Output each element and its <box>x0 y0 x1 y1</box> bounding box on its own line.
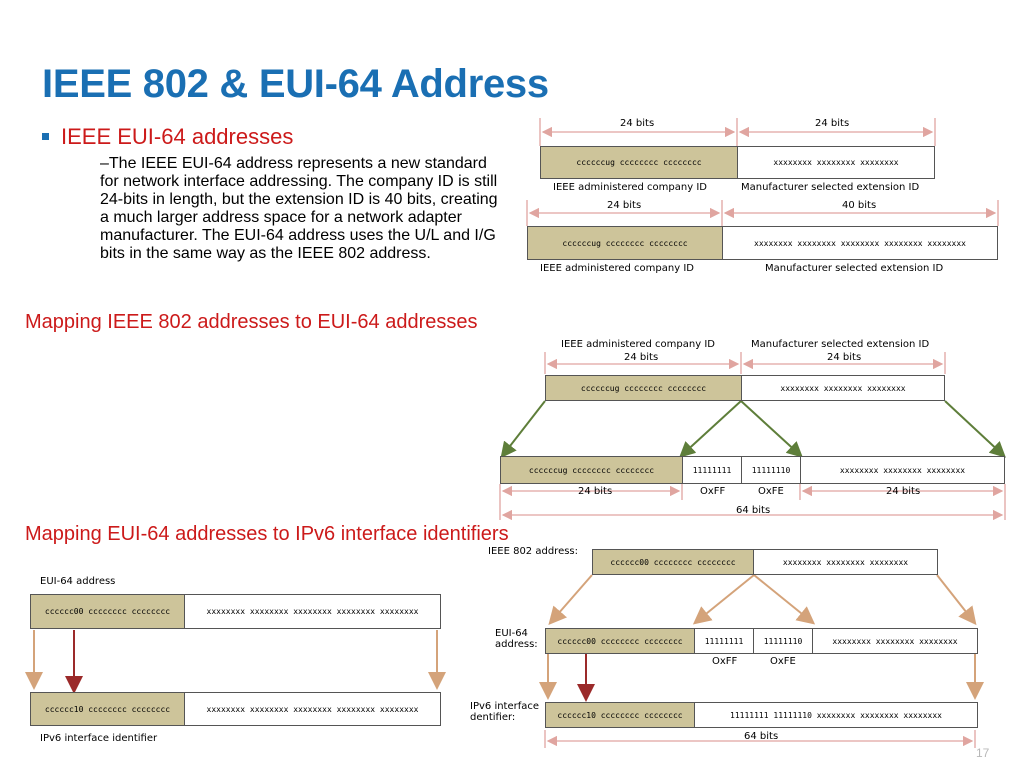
body-paragraph: –The IEEE EUI-64 address represents a ne… <box>100 155 498 262</box>
company-id-label: IEEE administered company ID <box>553 182 707 193</box>
bits-label-left: 24 bits <box>620 118 655 129</box>
src-extension-box: xxxxxxxx xxxxxxxx xxxxxxxx <box>753 549 938 575</box>
top-extension-box: xxxxxxxx xxxxxxxx xxxxxxxx xxxxxxxx xxxx… <box>184 594 441 629</box>
eui64-label-line2: address: <box>495 639 538 650</box>
extension-id-label: Manufacturer selected extension ID <box>741 182 920 193</box>
ipv6-rest-box: 11111111 11111110 xxxxxxxx xxxxxxxx xxxx… <box>694 702 978 728</box>
ipv6-identifier-label: IPv6 interface dentifier: <box>470 701 539 723</box>
bottom-company-box: cccccc10 cccccccc cccccccc <box>30 692 185 726</box>
bottom-bits-left: 24 bits <box>578 486 613 497</box>
company-id-box: ccccccug cccccccc cccccccc <box>540 146 738 179</box>
ipv6-label-line2: dentifier: <box>470 712 516 723</box>
eui-fe-box: 11111110 <box>753 628 813 654</box>
dst-extension-box: xxxxxxxx xxxxxxxx xxxxxxxx <box>800 456 1005 484</box>
eui64-label-line1: EUI-64 <box>495 628 528 639</box>
bits-label-left: 24 bits <box>607 200 642 211</box>
ipv6-label-line1: IPv6 interface <box>470 701 540 712</box>
slide-title: IEEE 802 & EUI-64 Address <box>42 62 549 106</box>
eui-ff-box: 11111111 <box>694 628 754 654</box>
extension-id-label: Manufacturer selected extension ID <box>765 263 944 274</box>
src-company-box: ccccccug cccccccc cccccccc <box>545 375 742 401</box>
src-company-box: cccccc00 cccccccc cccccccc <box>592 549 754 575</box>
extension-id-box: xxxxxxxx xxxxxxxx xxxxxxxx xxxxxxxx xxxx… <box>722 226 998 260</box>
top-company-box: cccccc00 cccccccc cccccccc <box>30 594 185 629</box>
extension-id-box: xxxxxxxx xxxxxxxx xxxxxxxx <box>737 146 935 179</box>
company-id-box: ccccccug cccccccc cccccccc <box>527 226 723 260</box>
page-number: 17 <box>976 746 990 760</box>
bullet-item: IEEE EUI-64 addresses <box>42 124 293 150</box>
eui64-address-label: EUI-64 address: <box>495 628 538 650</box>
ff-label: OxFF <box>712 656 738 667</box>
bottom-ff-label: OxFF <box>700 486 726 497</box>
bits-label-right: 24 bits <box>827 352 862 363</box>
bottom-bits-right: 24 bits <box>886 486 921 497</box>
company-id-label: IEEE administered company ID <box>540 263 694 274</box>
bottom-fe-label: OxFE <box>758 486 784 497</box>
bits-label-right: 24 bits <box>815 118 850 129</box>
total-bits-label: 64 bits <box>736 505 771 516</box>
ipv6-company-box: cccccc10 cccccccc cccccccc <box>545 702 695 728</box>
total-bits-label: 64 bits <box>744 731 779 742</box>
bullet-text: IEEE EUI-64 addresses <box>61 124 294 149</box>
eui64-address-label: EUI-64 address <box>40 576 116 587</box>
eui-company-box: cccccc00 cccccccc cccccccc <box>545 628 695 654</box>
ieee802-address-label: IEEE 802 address: <box>488 546 579 557</box>
bullet-square-icon <box>42 133 49 140</box>
heading-mapping-802: Mapping IEEE 802 addresses to EUI-64 add… <box>25 311 478 333</box>
company-id-label: IEEE administered company ID <box>561 339 715 350</box>
fe-label: OxFE <box>770 656 796 667</box>
dst-fe-box: 11111110 <box>741 456 801 484</box>
bits-label-left: 24 bits <box>624 352 659 363</box>
heading-mapping-ipv6: Mapping EUI-64 addresses to IPv6 interfa… <box>25 523 509 545</box>
src-extension-box: xxxxxxxx xxxxxxxx xxxxxxxx <box>741 375 945 401</box>
extension-id-label: Manufacturer selected extension ID <box>751 339 930 350</box>
dst-ff-box: 11111111 <box>682 456 742 484</box>
dst-company-box: ccccccug cccccccc cccccccc <box>500 456 683 484</box>
ipv6-identifier-label: IPv6 interface identifier <box>40 733 158 744</box>
eui-extension-box: xxxxxxxx xxxxxxxx xxxxxxxx <box>812 628 978 654</box>
bottom-extension-box: xxxxxxxx xxxxxxxx xxxxxxxx xxxxxxxx xxxx… <box>184 692 441 726</box>
bits-label-right: 40 bits <box>842 200 877 211</box>
